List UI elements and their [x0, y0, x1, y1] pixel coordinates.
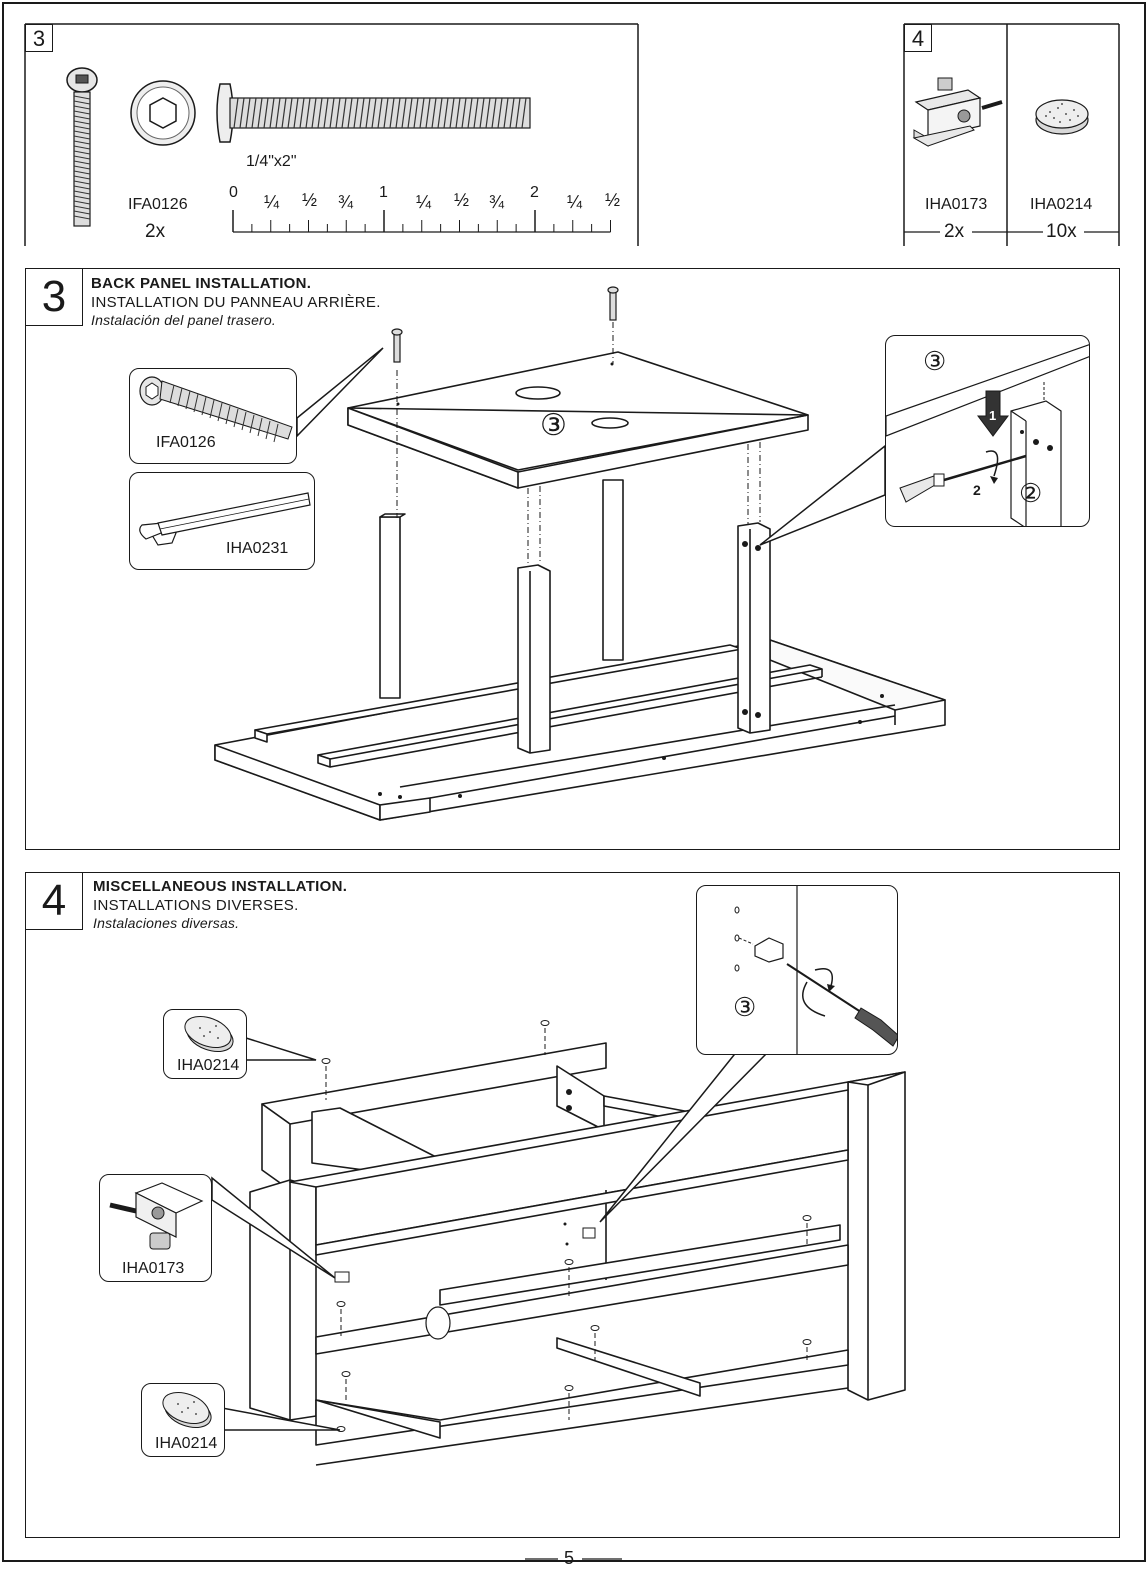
bolt-code-label: IFA0126 [128, 196, 188, 213]
step4-callout-pad-top-code: IHA0214 [177, 1057, 240, 1074]
step4-detail-inset: ③ [696, 885, 898, 1055]
step4-title-es: Instalaciones diversas. [93, 915, 240, 931]
hardware-right-lines [903, 23, 1120, 246]
felt-pad-icon [162, 1391, 212, 1429]
ruler-label: ¼ [416, 192, 432, 212]
felt-pad-icon [1035, 99, 1089, 135]
bolt-size-label: 1/4"x2" [246, 153, 297, 170]
step4-number: 4 [41, 876, 67, 925]
step3-number-box: 3 [25, 268, 83, 326]
step4-callout-clip: IHA0173 [99, 1174, 212, 1282]
page-number: 5 [564, 1548, 575, 1568]
bracket-clip-icon [912, 77, 1003, 147]
step4-callout-pad-bottom-code: IHA0214 [155, 1435, 218, 1452]
detail-drawing [886, 344, 1089, 526]
step4-frame [25, 872, 1120, 1538]
ruler-label: ½ [605, 190, 621, 210]
step4-detail-marker: ③ [733, 992, 757, 1022]
clip-qty-label: 2x [944, 221, 965, 242]
ruler-label: 2 [530, 184, 539, 201]
step4-title-en: MISCELLANEOUS INSTALLATION. [93, 878, 348, 895]
step3-callout-key: IHA0231 [129, 472, 315, 570]
step4-callout-clip-code: IHA0173 [122, 1260, 185, 1277]
step3-detail-inset: ③ ② 1 2 [885, 335, 1090, 527]
bolt-vertical-icon [66, 67, 98, 227]
detail-arrow-2: 2 [973, 482, 981, 498]
clip-code-label: IHA0173 [925, 196, 988, 213]
step3-title-es: Instalación del panel trasero. [91, 312, 276, 328]
step3-panel-marker: ③ [540, 409, 567, 442]
ruler-label: ¼ [567, 192, 583, 212]
detail-marker-top: ③ [923, 346, 947, 376]
detail-marker-side: ② [1019, 478, 1043, 508]
pad-qty-label: 10x [1046, 221, 1077, 242]
step4-callout-pad-bottom: IHA0214 [141, 1383, 225, 1457]
ruler-label: 1 [379, 184, 388, 201]
bracket-clip-icon [109, 1182, 204, 1250]
ruler-label: ¾ [489, 192, 505, 212]
ruler-label: ½ [454, 190, 470, 210]
step3-title-en: BACK PANEL INSTALLATION. [91, 275, 312, 292]
detail-arrow-1: 1 [989, 408, 997, 423]
inch-ruler [232, 210, 611, 233]
felt-pad-icon [184, 1015, 234, 1053]
footer-rule [525, 1558, 622, 1560]
hardware-step4-number-box: 4 [904, 24, 932, 52]
hex-head-icon [130, 80, 196, 146]
ruler-label: 0 [229, 184, 238, 201]
step3-title-fr: INSTALLATION DU PANNEAU ARRIÈRE. [91, 294, 381, 311]
bolt-callout-icon [139, 376, 293, 443]
step3-assembly-drawing [214, 286, 946, 821]
step4-title-fr: INSTALLATIONS DIVERSES. [93, 897, 299, 914]
step4-assembly-drawing [211, 1020, 906, 1466]
step3-frame [25, 268, 1120, 850]
ruler-label: ½ [302, 190, 318, 210]
ruler-label: ¼ [264, 192, 280, 212]
hardware-left-lines [24, 23, 639, 246]
step4-number-box: 4 [25, 872, 83, 930]
step3-callout-bolt-code: IFA0126 [156, 434, 216, 451]
hardware-step4-number: 4 [911, 26, 925, 51]
step3-callout-bolt: IFA0126 [129, 368, 297, 464]
hardware-step-number-box: 3 [25, 24, 53, 52]
hex-key-icon [139, 492, 311, 546]
bolt-qty-label: 2x [145, 221, 166, 242]
detail-drawing [734, 886, 897, 1054]
pad-code-label: IHA0214 [1030, 196, 1093, 213]
ruler-label: ¾ [338, 192, 354, 212]
step3-number: 3 [41, 272, 67, 321]
hardware-step-number: 3 [32, 26, 46, 51]
bolt-horizontal-icon [216, 83, 531, 143]
step3-callout-key-code: IHA0231 [226, 540, 289, 557]
step4-callout-pad-top: IHA0214 [163, 1009, 247, 1079]
